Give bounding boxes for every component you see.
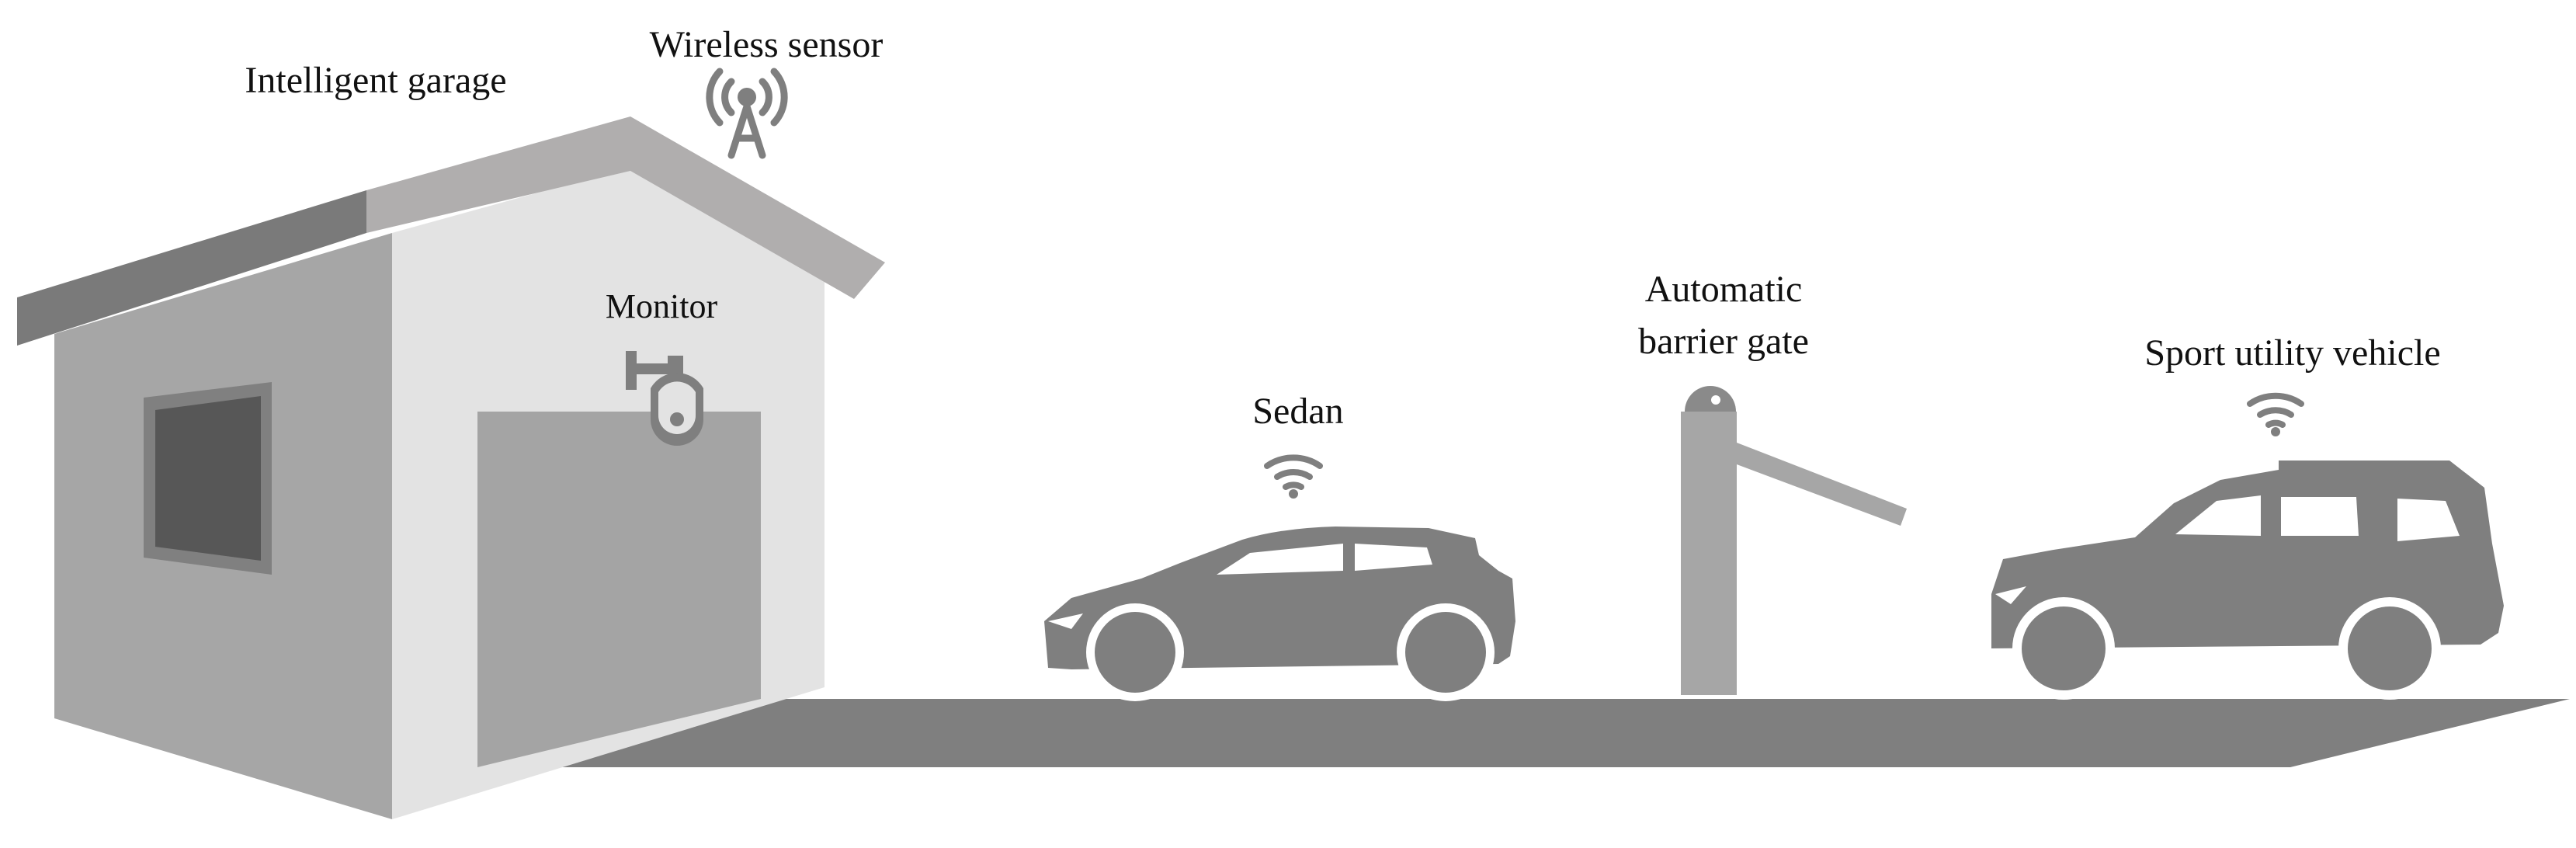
label-sedan: Sedan <box>1252 391 1343 432</box>
label-gate-line1: Automatic <box>1645 269 1803 310</box>
garage-roof-left <box>17 190 366 346</box>
barrier-arm <box>1737 443 1907 526</box>
suv <box>1991 460 2504 700</box>
sedan-window-front <box>1217 544 1343 575</box>
label-intelligent-garage: Intelligent garage <box>245 60 506 101</box>
suv-window-middle <box>2281 497 2359 536</box>
barrier-gate <box>1681 386 1907 695</box>
security-camera-icon <box>626 351 703 446</box>
barrier-dome <box>1685 386 1736 412</box>
sedan <box>1044 527 1515 701</box>
wifi-icon <box>1264 454 1323 499</box>
garage <box>17 116 885 819</box>
label-sport-utility-vehicle: Sport utility vehicle <box>2144 332 2440 374</box>
wifi-icon <box>2247 392 2304 436</box>
road <box>481 699 2570 767</box>
suv-window-rear <box>2397 499 2460 541</box>
sedan-window-rear <box>1355 544 1432 571</box>
antenna-tower-icon <box>706 68 788 159</box>
label-gate-line2: barrier gate <box>1638 321 1809 362</box>
barrier-post <box>1681 412 1737 695</box>
label-monitor: Monitor <box>606 287 718 325</box>
garage-roof-right <box>366 116 885 299</box>
garage-door <box>477 412 761 767</box>
label-wireless-sensor: Wireless sensor <box>650 24 884 65</box>
suv-window-front <box>2175 495 2261 536</box>
garage-window-glass <box>155 396 261 561</box>
